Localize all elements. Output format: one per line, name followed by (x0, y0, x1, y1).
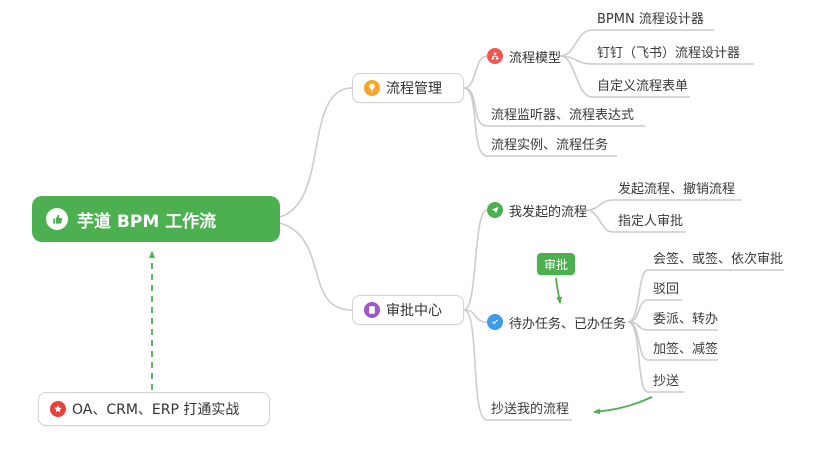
leaf-bpmn-designer[interactable]: BPMN 流程设计器 (597, 12, 704, 27)
leaf-custom-form[interactable]: 自定义流程表单 (597, 79, 689, 94)
node-my-initiated[interactable]: 我发起的流程 (487, 200, 587, 220)
node-label: 流程模型 (509, 50, 562, 66)
root-label: 芋道 BPM 工作流 (77, 211, 217, 232)
root-node[interactable]: 芋道 BPM 工作流 (32, 196, 280, 242)
node-practice[interactable]: OA、CRM、ERP 打通实战 (38, 392, 270, 426)
leaf-reject[interactable]: 驳回 (653, 282, 680, 297)
leaf-instance-task[interactable]: 流程实例、流程任务 (491, 138, 609, 153)
node-label: 我发起的流程 (509, 204, 588, 220)
leaf-listener-expression[interactable]: 流程监听器、流程表达式 (491, 108, 635, 123)
leaf-countersign[interactable]: 会签、或签、依次审批 (653, 252, 784, 267)
document-icon (364, 302, 380, 318)
node-approval-center[interactable]: 审批中心 (352, 295, 464, 325)
approval-flow-arrows (149, 251, 653, 415)
check-icon (487, 314, 503, 330)
leaf-cc[interactable]: 抄送 (653, 374, 680, 389)
leaf-add-sign[interactable]: 加签、减签 (653, 342, 719, 357)
node-process-management[interactable]: 流程管理 (352, 73, 464, 103)
star-icon (50, 401, 66, 417)
leaf-dingtalk-designer[interactable]: 钉钉（飞书）流程设计器 (597, 46, 741, 61)
leaf-cc-my-process[interactable]: 抄送我的流程 (491, 402, 570, 417)
node-label: OA、CRM、ERP 打通实战 (72, 402, 240, 418)
node-todo-done[interactable]: 待办任务、已办任务 (487, 312, 626, 332)
leaf-assignee-approval[interactable]: 指定人审批 (618, 214, 684, 229)
node-process-model[interactable]: 流程模型 (487, 46, 561, 66)
leaf-initiate-cancel[interactable]: 发起流程、撤销流程 (618, 182, 736, 197)
flowchart-icon (487, 48, 503, 64)
node-label: 审批中心 (386, 303, 442, 319)
node-label: 流程管理 (386, 81, 442, 97)
send-icon (487, 202, 503, 218)
lightbulb-icon (364, 80, 380, 96)
leaf-delegate[interactable]: 委派、转办 (653, 312, 719, 327)
approval-badge[interactable]: 审批 (537, 253, 575, 275)
thumbs-up-icon (46, 208, 68, 230)
node-label: 待办任务、已办任务 (509, 316, 627, 332)
